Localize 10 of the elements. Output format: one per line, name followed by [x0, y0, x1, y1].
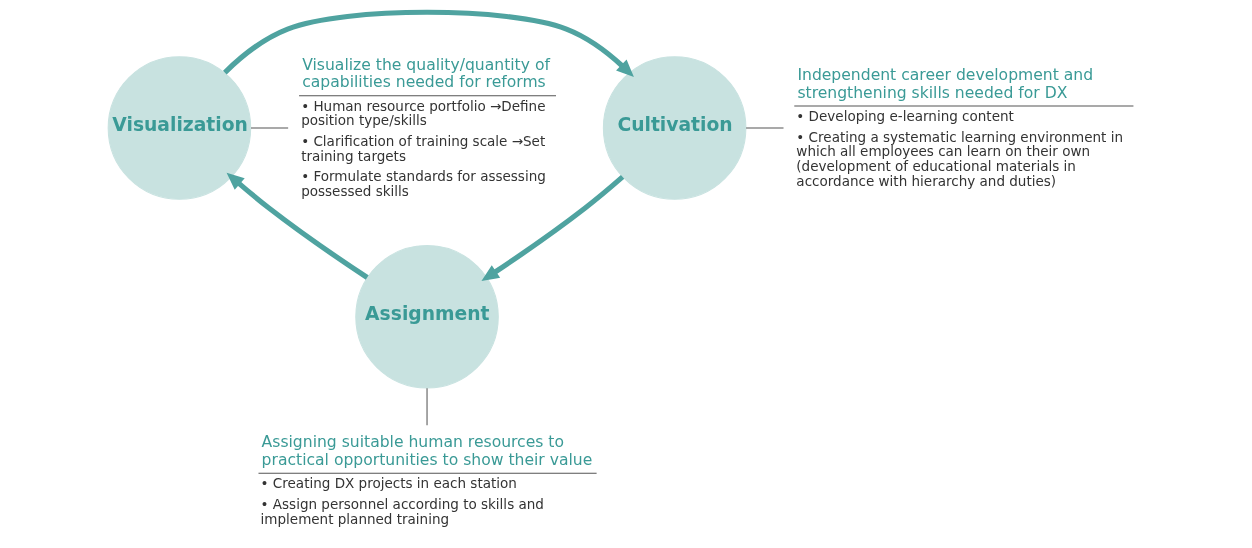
- connector: [426, 387, 428, 426]
- node-text: Visualize the quality/quantity of capabilities needed for reforms • Human resource portfolio →Define position type/skills • Clarification of training scale →Set training targets • Formulate standards for assessing possessed skills: [301, 55, 550, 199]
- node-text: Assigning suitable human resources to practical opportunities to show their value • Creating DX projects in each station • Assign personnel according to skills and implement planned training: [260, 433, 593, 527]
- arrow: [223, 9, 634, 77]
- arrow: [226, 172, 369, 280]
- arrow: [481, 174, 625, 282]
- connector: [250, 127, 289, 129]
- node-text: Independent career development and strengthening skills needed for DX • Developing e-learning content • Creating a systematic learning environment in which all employees can learn on their own (development of educational materials in accordance with hierarchy and duties): [796, 66, 1124, 189]
- connector: [745, 127, 785, 129]
- node-circle: Visualization: [107, 56, 252, 200]
